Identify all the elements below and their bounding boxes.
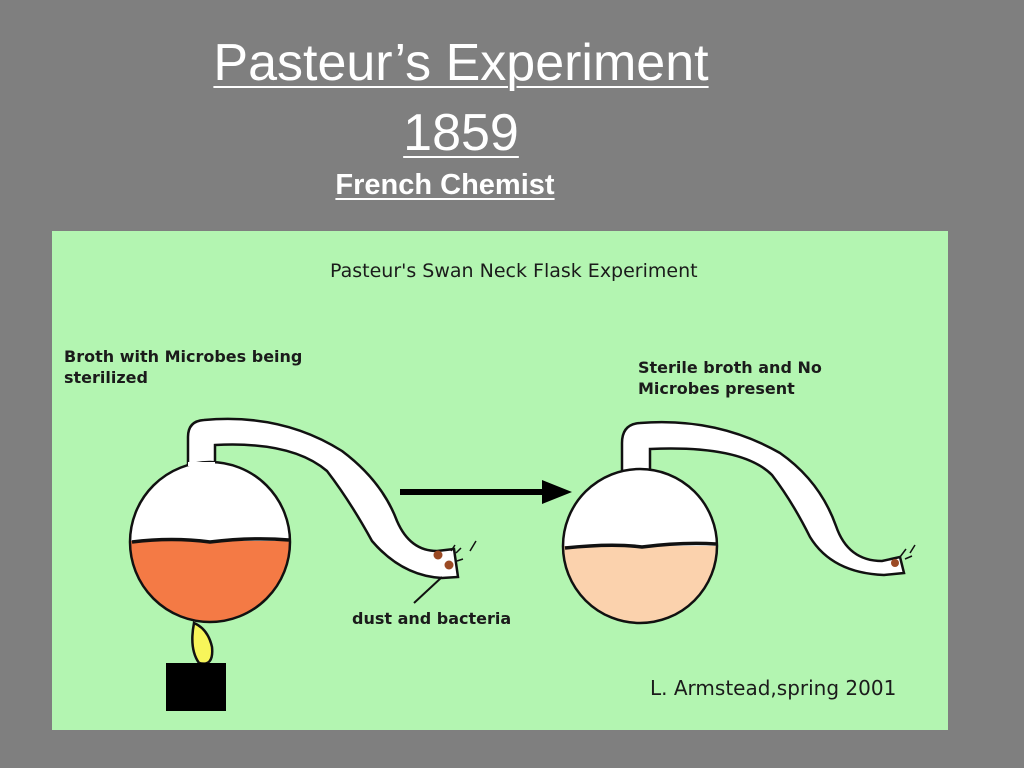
dust-particle <box>433 550 443 560</box>
left-flask-broth <box>130 541 290 621</box>
right-flask-label: Sterile broth and No Microbes present <box>638 358 822 398</box>
slide-title: Pasteur’s Experiment <box>213 34 709 92</box>
right-flask <box>561 420 916 625</box>
burner-flame-icon <box>191 621 214 665</box>
slide-subtitle: French Chemist <box>335 169 555 201</box>
right-broth-line <box>564 541 717 550</box>
right-flask-broth <box>563 546 717 623</box>
dust-label: dust and bacteria <box>352 609 512 628</box>
left-flask-label: Broth with Microbes being sterilized <box>64 347 303 387</box>
swan-neck-flask-diagram: Pasteur's Swan Neck Flask Experiment Bro… <box>52 231 948 730</box>
right-flask-top <box>563 469 717 546</box>
credit-label: L. Armstead,spring 2001 <box>650 676 897 700</box>
right-swan-neck <box>620 420 906 577</box>
diagram-drawing <box>128 417 916 711</box>
diagram-title: Pasteur's Swan Neck Flask Experiment <box>330 260 698 282</box>
arrow-right-icon <box>542 480 572 504</box>
dust-particle <box>891 559 899 567</box>
dust-marks <box>899 544 916 560</box>
left-flask-top <box>130 461 290 541</box>
left-flask <box>128 417 477 624</box>
dust-marks <box>450 540 477 562</box>
dust-particle <box>444 560 454 570</box>
left-broth-line <box>131 537 290 544</box>
slide-year: 1859 <box>403 104 519 162</box>
burner-base <box>166 663 226 711</box>
right-flask-outline <box>561 467 719 625</box>
transition-arrow <box>400 480 572 504</box>
dust-pointer-line <box>413 576 443 604</box>
burner <box>166 621 226 711</box>
left-swan-neck <box>186 417 460 580</box>
